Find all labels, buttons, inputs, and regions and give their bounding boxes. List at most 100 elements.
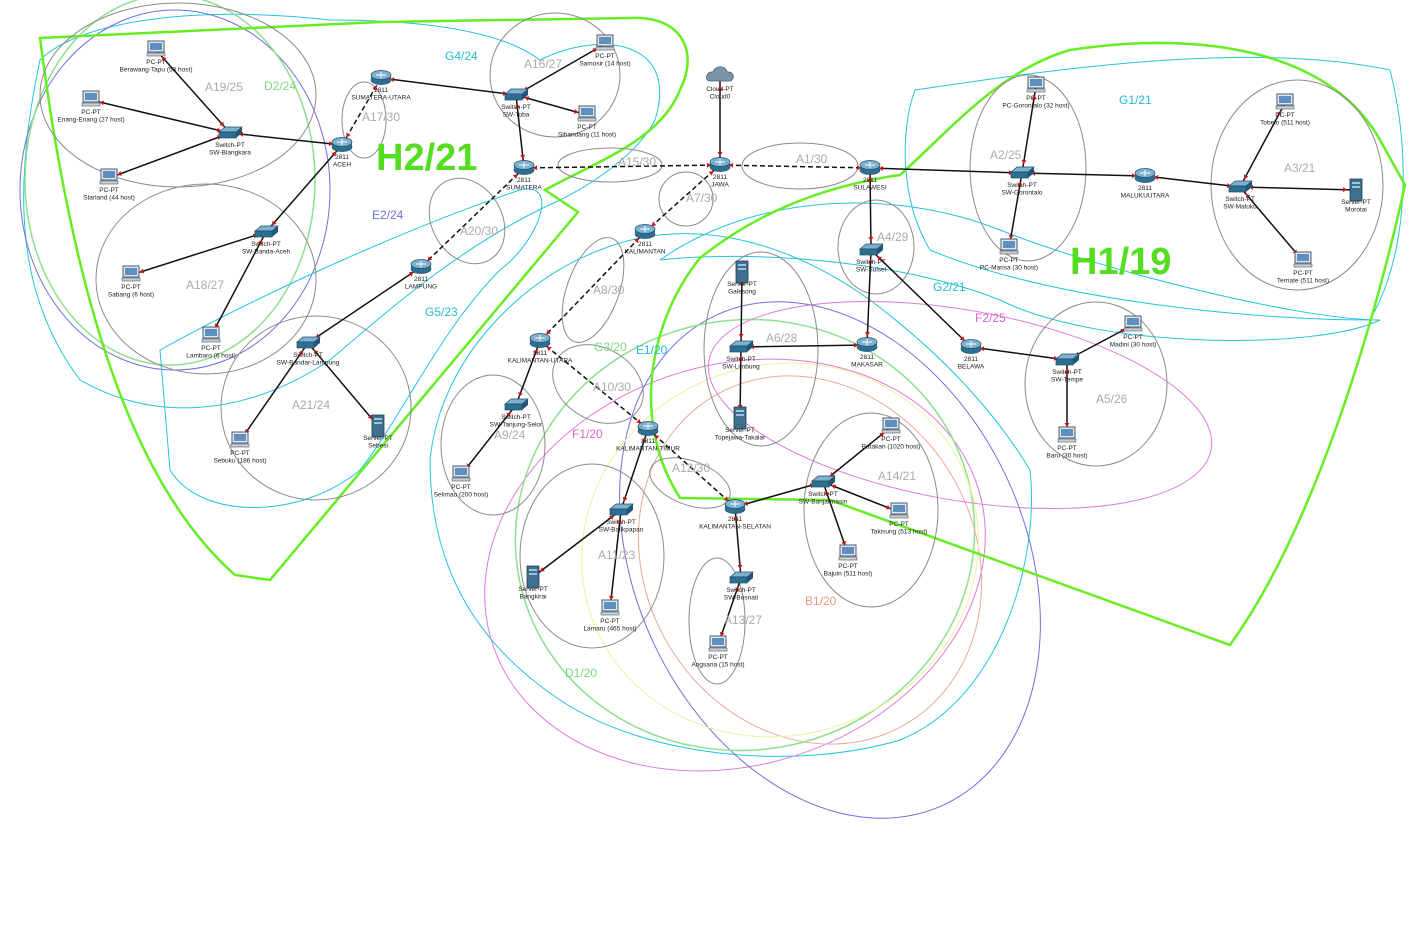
link-sw_sulsel-r_makasar[interactable] (866, 249, 872, 346)
link-r_jawa-r_sulawesi[interactable] (719, 164, 871, 169)
pc-icon (577, 105, 597, 122)
link-r_kaltim-sw_balikpapan[interactable] (620, 428, 649, 511)
link-r_aceh-sw_banda[interactable] (265, 144, 343, 233)
link-pc_starland-sw_blangkara[interactable] (108, 132, 231, 179)
link-r_sulawesi-sw_sulsel[interactable] (869, 167, 872, 251)
link-sw_bandarlampung-sv_sebesi[interactable] (307, 342, 379, 427)
link-r_jawa-r_kalimantan[interactable] (644, 164, 721, 233)
h2-label: H2/21 (376, 137, 477, 179)
port-arrow-icon (717, 152, 723, 156)
link-sw_gorontalo-r_malut[interactable] (1021, 172, 1146, 177)
port-arrow-icon (651, 221, 657, 227)
link-sw_banjarmasin-pc_takisung[interactable] (822, 481, 900, 513)
link-sw_maluku-sv_morotai[interactable] (1239, 186, 1357, 191)
link-r_kalimantan-r_kalut[interactable] (539, 231, 646, 342)
pc-icon (201, 326, 221, 343)
link-sw_sulsel-r_belawa[interactable] (870, 249, 972, 348)
link-r_kalut-r_kaltim[interactable] (539, 340, 649, 430)
link-pc_samosir-sw_toba[interactable] (515, 43, 606, 96)
link-sw_banda-pc_lambaro[interactable] (210, 231, 267, 337)
link-sw_blangkara-r_aceh[interactable] (229, 132, 343, 146)
link-pc_berawang-sw_blangkara[interactable] (155, 49, 231, 134)
link-r_kaltim-r_kalsel[interactable] (647, 428, 736, 508)
link-r_lampung-sw_bandarlampung[interactable] (307, 266, 422, 344)
link-r_sumatera-r_lampung[interactable] (420, 167, 525, 268)
link-sw_maluku-pc_ternate[interactable] (1239, 186, 1304, 262)
link-r_malut-sw_maluku[interactable] (1144, 175, 1241, 188)
link-sw_gorontalo-pc_gorontalo[interactable] (1021, 85, 1037, 174)
subnet-ellipse (703, 251, 819, 447)
link-r_sumut-sw_toba[interactable] (380, 77, 517, 96)
link-sw_balikpapan-sv_bangkirai[interactable] (532, 509, 622, 578)
device-label: JAWA (711, 182, 729, 189)
link-sw_balikpapan-pc_lamaru[interactable] (609, 509, 622, 610)
link-sw_banjarmasin-pc_batakan[interactable] (822, 426, 892, 483)
link-sw_tanjung-pc_selimau[interactable] (460, 404, 517, 476)
link-r_sumatera-r_jawa[interactable] (523, 164, 721, 169)
link-pc_enang-sw_blangkara[interactable] (90, 99, 231, 134)
link-r_kalsel-sw_banjarmasin[interactable] (734, 481, 824, 508)
link-r_belawa-sw_tempe[interactable] (970, 346, 1068, 361)
device-label: SW-Balikpapan (599, 527, 644, 534)
network-label: A12/30 (672, 461, 710, 475)
link-r_sulawesi-sw_gorontalo[interactable] (869, 167, 1023, 174)
port-arrow-icon (979, 346, 985, 352)
link-r_makasar-sw_limbung[interactable] (740, 344, 868, 348)
link-sw_banda-pc_sabang[interactable] (130, 231, 267, 276)
link-sw_maluku-pc_tobelo[interactable] (1239, 102, 1286, 188)
link-sw_bandarlampung-pc_sebuku[interactable] (239, 342, 309, 442)
